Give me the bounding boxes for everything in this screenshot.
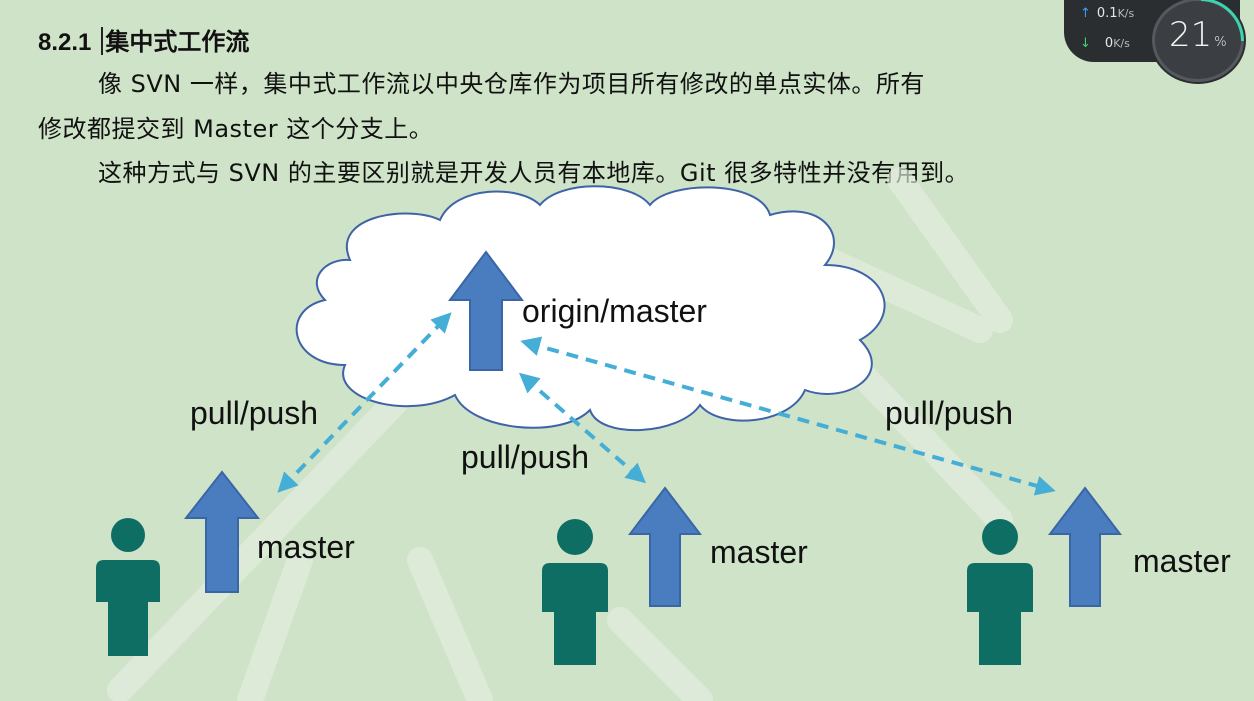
upload-rate: ↑ 0.1K/s	[1080, 6, 1134, 21]
connection-line-right	[520, 336, 1056, 496]
branch-arrow-1	[183, 470, 261, 593]
person-icon-head	[982, 519, 1018, 555]
person-icon-body	[967, 563, 1033, 665]
person-icon-head	[557, 519, 593, 555]
developer-3: master	[967, 486, 1231, 665]
download-rate: ↓ 0K/s	[1080, 36, 1130, 51]
usage-gauge[interactable]: 21%	[1152, 0, 1244, 82]
paragraph-1-line-2: 修改都提交到 Master 这个分支上。	[38, 115, 434, 143]
person-icon-head	[111, 518, 145, 552]
usage-value: 21	[1169, 15, 1213, 55]
branch-label-3: master	[1133, 543, 1231, 579]
arrow-up-icon: ↑	[1080, 6, 1091, 21]
text-cursor	[101, 27, 104, 55]
usage-percent: 21%	[1169, 15, 1227, 55]
person-icon-body	[542, 563, 608, 665]
developer-2: master	[542, 486, 808, 665]
branch-label-2: master	[710, 534, 808, 570]
paragraph-2: 这种方式与 SVN 的主要区别就是开发人员有本地库。Git 很多特性并没有用到。	[98, 159, 970, 187]
arrow-down-icon: ↓	[1080, 36, 1091, 51]
download-unit: K/s	[1113, 37, 1130, 50]
branch-arrow-3	[1047, 486, 1123, 607]
branch-label-1: master	[257, 529, 355, 565]
connection-label-right: pull/push	[885, 395, 1013, 431]
connection-label-left: pull/push	[190, 395, 318, 431]
section-number: 8.2.1	[38, 29, 92, 56]
connection-label-middle: pull/push	[461, 439, 589, 475]
paragraph-1-line-1: 像 SVN 一样，集中式工作流以中央仓库作为项目所有修改的单点实体。所有	[98, 70, 925, 98]
usage-unit: %	[1214, 35, 1227, 50]
branch-arrow-2	[627, 486, 703, 607]
developer-1: master	[96, 470, 355, 656]
origin-master-arrow	[448, 250, 524, 371]
network-speed-widget[interactable]: ↑0.1K/s ↓0K/s 21%	[1064, 0, 1244, 82]
person-icon-body	[96, 560, 160, 656]
download-value: 0	[1104, 36, 1114, 51]
upload-unit: K/s	[1117, 7, 1135, 20]
section-title: 集中式工作流	[105, 27, 250, 56]
upload-value: 0.1	[1096, 6, 1118, 21]
section-heading: 8.2.1 集中式工作流	[38, 22, 249, 57]
origin-master-label: origin/master	[522, 293, 707, 329]
